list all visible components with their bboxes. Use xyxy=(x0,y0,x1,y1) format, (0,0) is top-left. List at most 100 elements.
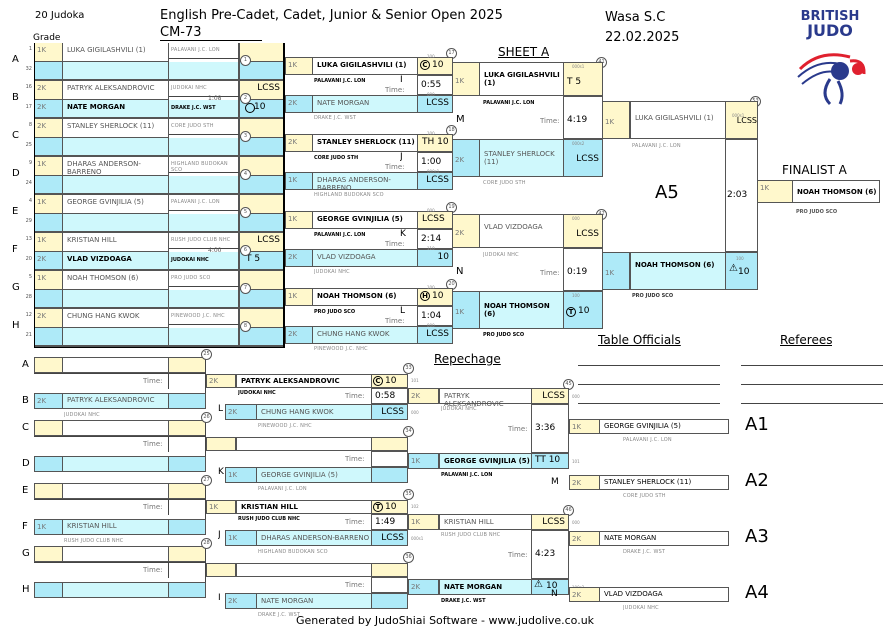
competitor-name[interactable]: STANLEY SHERLOCK (11) xyxy=(479,139,564,177)
competitor-name[interactable]: DHARAS ANDERSON-BARRENO xyxy=(63,157,169,176)
time-label: Time: xyxy=(508,425,528,433)
competitor-club: PRO JUDO SCO xyxy=(314,309,356,315)
seed-number: 16 xyxy=(25,84,32,90)
competitor-name[interactable] xyxy=(62,455,169,472)
competitor-name[interactable]: DHARAS ANDERSON-BARRENO xyxy=(256,530,372,546)
referee-line xyxy=(741,365,883,366)
score-type-icon: C xyxy=(373,376,383,386)
competitor-grade xyxy=(35,214,63,233)
match-letter: I xyxy=(400,75,403,85)
competitor-name[interactable]: STANLEY SHERLOCK (11) xyxy=(63,119,169,138)
official-line xyxy=(578,365,720,366)
competitor-name[interactable] xyxy=(236,563,372,577)
pool-letter: G xyxy=(12,282,20,293)
competitor-name[interactable]: PATRYK ALEKSANDROVIC xyxy=(439,388,532,408)
warning-icon: ⚠ xyxy=(534,579,543,590)
competitor-name[interactable]: NATE MORGAN xyxy=(63,100,169,119)
competitor-club: PALAVANI J.C. LON xyxy=(632,143,681,149)
competitor-name[interactable]: DHARAS ANDERSON-BARRENO xyxy=(312,172,418,192)
competitor-grade xyxy=(34,455,63,472)
competitor-name[interactable] xyxy=(62,357,169,373)
competitor-name[interactable] xyxy=(236,437,372,451)
competitor-name[interactable]: CHUNG HANG KWOK xyxy=(256,404,372,420)
competitor-name[interactable] xyxy=(62,546,169,562)
competitor-name[interactable]: NOAH THOMSON (6) xyxy=(630,252,726,290)
official-line xyxy=(578,384,720,385)
seed-number: 17 xyxy=(25,104,32,110)
competitor-name[interactable]: NATE MORGAN xyxy=(256,593,372,609)
competitor-name[interactable]: LUKA GIGILASHVILI (1) xyxy=(479,62,564,96)
competitor-grade: 1K xyxy=(408,514,439,530)
competitor-name[interactable]: PATRYK ALEKSANDROVIC xyxy=(62,392,169,409)
competitor-name[interactable] xyxy=(63,290,169,309)
competitor-club: PALAVANI J.C. LON xyxy=(314,232,366,238)
seed-number: 4 xyxy=(28,198,32,204)
competitor-name[interactable]: PATRYK ALEKSANDROVIC xyxy=(63,81,169,100)
score-code: 100 xyxy=(427,54,435,59)
competitor-name[interactable]: VLAD VIZDOAGA xyxy=(479,214,564,248)
competitor-name[interactable]: KRISTIAN HILL xyxy=(236,500,372,514)
finalist-club: PRO JUDO SCO xyxy=(796,209,838,215)
competitor-name[interactable] xyxy=(62,483,169,499)
match-number: 26 xyxy=(201,412,212,423)
competitor-name[interactable]: CHUNG HANG KWOK xyxy=(312,326,418,344)
match-time: 0:55 xyxy=(417,75,453,95)
competitor-name[interactable]: PATRYK ALEKSANDROVIC xyxy=(236,374,372,388)
match-result: LCSS xyxy=(531,388,569,404)
final-label: A5 xyxy=(655,182,679,203)
competitor-name[interactable]: CHUNG HANG KWOK xyxy=(63,309,169,328)
competitor-name[interactable]: GEORGE GVINJILIA (5) xyxy=(599,419,729,434)
competitor-name[interactable]: VLAD VIZDOAGA xyxy=(63,252,169,271)
competitor-name[interactable]: GEORGE GVINJILIA (5) xyxy=(256,467,372,483)
competitor-name[interactable]: NATE MORGAN xyxy=(599,531,729,546)
competitor-name[interactable]: LUKA GIGILASHVILI (1) xyxy=(630,101,726,139)
competitor-name[interactable]: GEORGE GVINJILIA (5) xyxy=(439,453,532,469)
competitor-name[interactable]: LUKA GIGILASHVILI (1) xyxy=(312,57,418,75)
competitor-club: PALAVANI J.C. LON xyxy=(314,78,366,84)
sheet-label: SHEET A xyxy=(498,45,550,59)
competitor-name[interactable]: STANLEY SHERLOCK (11) xyxy=(312,134,418,152)
competitor-club: JUDOKAI NHC xyxy=(441,406,477,412)
match-result: TH 10 xyxy=(417,134,453,152)
competitor-club: JUDOKAI NHC xyxy=(483,252,519,258)
competitor-grade: 2K xyxy=(35,81,63,100)
competitor-name[interactable] xyxy=(63,138,169,157)
competitor-name[interactable]: STANLEY SHERLOCK (11) xyxy=(599,475,729,490)
competitor-name[interactable]: NOAH THOMSON (6) xyxy=(63,271,169,290)
competitor-grade: 1K xyxy=(35,195,63,214)
competitor-grade: 1K xyxy=(452,291,480,329)
time-label: Time: xyxy=(385,240,405,248)
competitor-name[interactable]: LUKA GIGILASHVILI (1) xyxy=(63,43,169,62)
competitor-name[interactable]: GEORGE GVINJILIA (5) xyxy=(312,211,418,229)
match-result: 10 xyxy=(531,579,569,595)
competitor-name[interactable] xyxy=(63,328,169,347)
competitor-club: JUDOKAI NHC xyxy=(169,81,239,100)
match-result: LCSS xyxy=(725,101,758,139)
bracket-line xyxy=(205,420,206,456)
match-result: LCSS xyxy=(417,211,453,229)
competitor-name[interactable] xyxy=(63,214,169,233)
placing-label: A3 xyxy=(745,526,769,547)
competitor-name[interactable] xyxy=(63,62,169,81)
competitor-name[interactable]: VLAD VIZDOAGA xyxy=(312,249,418,267)
competitor-grade xyxy=(34,546,63,562)
score-code: 100 xyxy=(736,256,744,261)
competitor-name[interactable] xyxy=(62,581,169,598)
competitor-name[interactable]: GEORGE GVINJILIA (5) xyxy=(63,195,169,214)
competitor-name[interactable] xyxy=(62,420,169,436)
competitor-name[interactable] xyxy=(63,176,169,195)
competitor-name[interactable]: NATE MORGAN xyxy=(439,579,532,595)
competitor-name[interactable]: VLAD VIZDOAGA xyxy=(599,587,729,602)
competitor-grade: 1K xyxy=(35,271,63,290)
competitor-name[interactable]: KRISTIAN HILL xyxy=(62,518,169,535)
competitor-grade: 2K xyxy=(285,95,313,113)
competitor-club: JUDOKAI NHC xyxy=(64,411,100,418)
placing-label: A4 xyxy=(745,582,769,603)
competitor-name[interactable]: KRISTIAN HILL xyxy=(63,233,169,252)
competitor-name[interactable]: NOAH THOMSON (6) xyxy=(479,291,564,329)
match-result: 10 xyxy=(417,249,453,267)
competitor-name[interactable]: NOAH THOMSON (6) xyxy=(312,288,418,306)
logo-text-1: BRITISH xyxy=(800,9,860,24)
competitor-name[interactable]: KRISTIAN HILL xyxy=(439,514,532,530)
competitor-name[interactable]: NATE MORGAN xyxy=(312,95,418,113)
